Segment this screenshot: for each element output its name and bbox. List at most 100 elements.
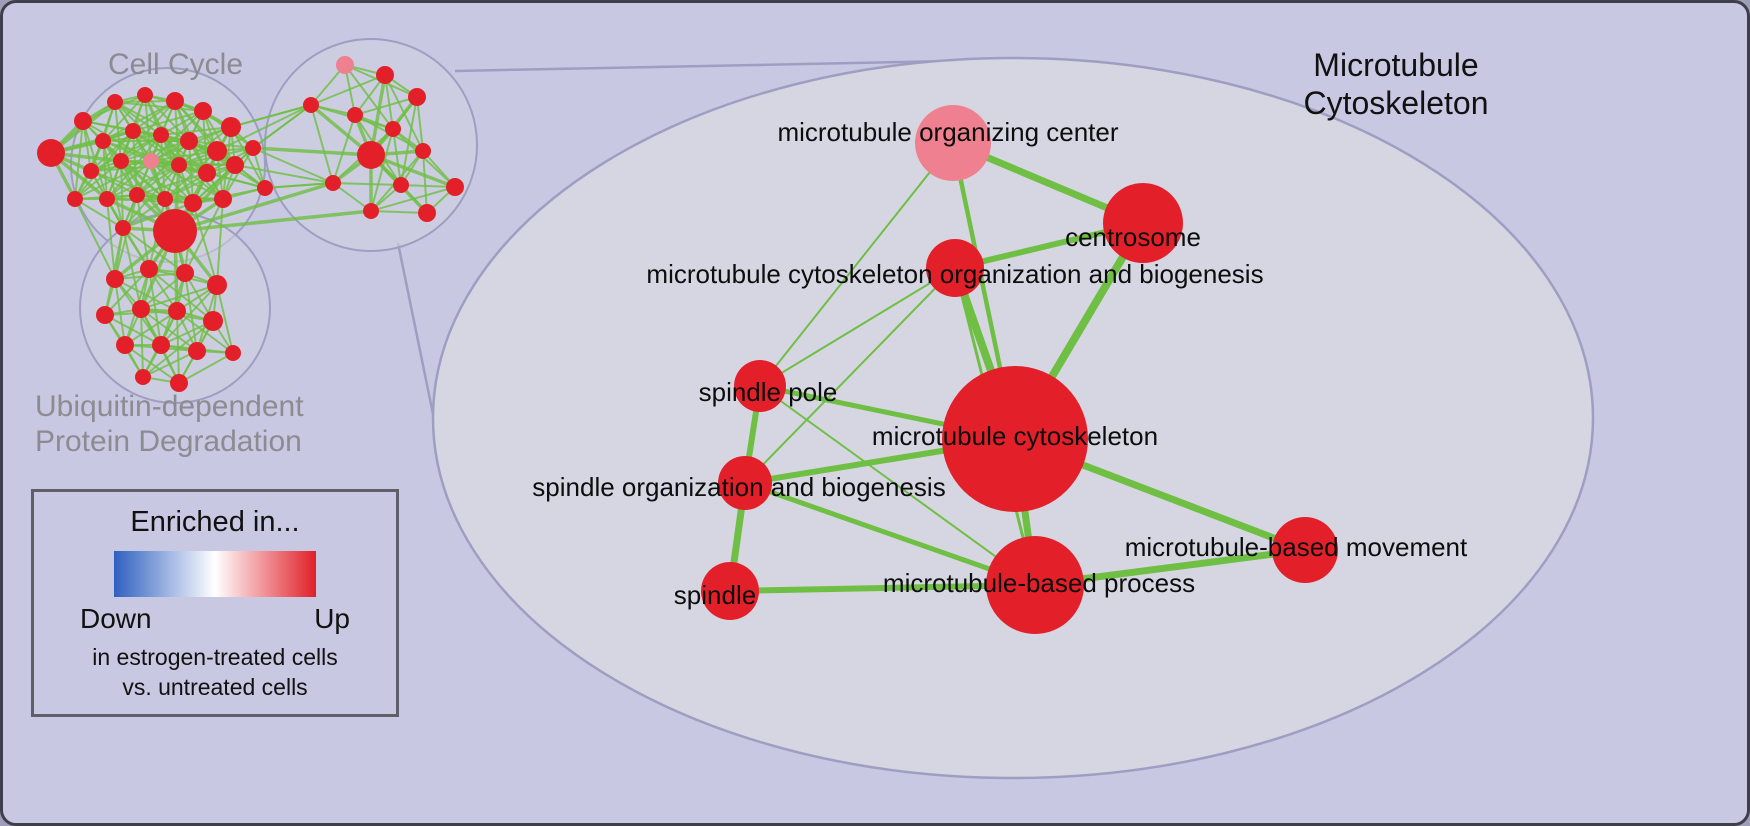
legend-up-label: Up [314, 603, 350, 634]
mini-edge [370, 128, 394, 212]
node-spindle [701, 562, 759, 620]
mini-node [74, 112, 92, 130]
mini-node [408, 88, 426, 106]
mini-node [363, 203, 379, 219]
legend: Enriched in... Down Up in estrogen-treat… [31, 489, 399, 717]
mini-edge [142, 350, 198, 378]
mini-node [125, 123, 141, 139]
node-label-moc: microtubule organizing center [777, 117, 1118, 147]
mini-edge [310, 74, 386, 106]
mini-edge [222, 147, 254, 200]
edge-mcob-spindle_pole [759, 267, 956, 387]
edge-sob-mbp [744, 480, 1036, 588]
mini-edge [122, 198, 166, 229]
mini-edge [150, 150, 218, 162]
mini-node [188, 342, 206, 360]
mini-edge [370, 153, 456, 189]
mini-node [107, 94, 123, 110]
mini-edge [136, 164, 180, 196]
mini-edge [252, 104, 312, 149]
mini-edge [74, 160, 152, 200]
mini-edge [90, 170, 138, 196]
mini-node [153, 127, 169, 143]
mini-node [106, 270, 124, 288]
legend-title: Enriched in... [130, 506, 300, 538]
mini-edge [160, 134, 236, 166]
mini-node [95, 133, 111, 149]
mini-node [153, 209, 197, 253]
mini-edge [114, 101, 204, 112]
mini-edge [422, 150, 428, 214]
node-label-spindle: spindle [674, 580, 756, 610]
mini-edge [114, 101, 122, 162]
mini-node [116, 336, 134, 354]
mini-edge [160, 126, 232, 136]
node-label-centrosome: centrosome [1065, 222, 1201, 252]
mini-edge [230, 104, 312, 128]
node-mc [942, 366, 1088, 512]
mini-edge [176, 310, 234, 354]
mini-node [152, 336, 170, 354]
mini-node [376, 66, 394, 84]
node-mcob [926, 239, 984, 297]
mini-edge [114, 278, 178, 312]
mini-node [207, 141, 227, 161]
mini-node [245, 140, 261, 156]
mini-node [129, 187, 145, 203]
mini-edge [140, 308, 144, 378]
node-mbp [986, 536, 1084, 634]
microtubule-cytoskeleton-title: Microtubule Cytoskeleton [1303, 47, 1489, 121]
mini-edge [332, 182, 402, 186]
mini-edge [74, 198, 124, 229]
mini-edge [122, 202, 194, 229]
mini-node [184, 194, 202, 212]
mini-node [170, 374, 188, 392]
mini-node [143, 153, 159, 169]
mini-edge [174, 181, 334, 233]
mini-edge [188, 140, 194, 204]
mini-edge [144, 94, 152, 162]
mini-node [96, 306, 114, 324]
legend-subtitle: in estrogen-treated cells vs. untreated … [92, 644, 338, 700]
node-label-sob: spindle organization and biogenesis [532, 472, 945, 502]
main-network-labels: microtubule organizing center centrosome m… [532, 117, 1468, 610]
mini-edge [106, 134, 162, 200]
mini-edge [384, 74, 394, 130]
mini-edge [106, 198, 116, 280]
enrichment-gradient-bar [114, 551, 316, 597]
mini-edge [332, 114, 356, 184]
network-canvas: microtubule organizing center centrosome m… [37, 38, 1595, 780]
mini-edge [216, 284, 234, 354]
mini-edge [74, 120, 84, 200]
node-sob [718, 456, 772, 510]
mini-node [347, 107, 363, 123]
mini-edge [104, 314, 162, 346]
mini-node [221, 117, 241, 137]
mini-edge [106, 164, 180, 200]
node-spindle_pole [734, 360, 786, 412]
mini-edge [252, 147, 334, 184]
legend-ends: Down Up [34, 597, 396, 635]
mini-edge [148, 268, 162, 346]
mini-edge [192, 147, 254, 204]
mini-edge [370, 210, 428, 214]
mini-node [203, 311, 223, 331]
mini-node [113, 153, 129, 169]
main-network-nodes [701, 105, 1338, 634]
node-label-mcob: microtubule cytoskeleton organization an… [646, 259, 1263, 289]
mini-node [226, 156, 244, 174]
mini-edge [106, 160, 152, 200]
mini-node [198, 164, 216, 182]
mini-edge [120, 140, 190, 162]
mini-edge [216, 104, 312, 152]
mini-node [214, 190, 232, 208]
mini-edge [234, 164, 334, 184]
mini-node [225, 345, 241, 361]
mini-edge [416, 96, 424, 152]
mini-node [176, 264, 194, 282]
mini-edge [174, 209, 372, 233]
mini-node [67, 191, 83, 207]
edge-spindle-mbp [729, 582, 1036, 594]
node-label-spindle_pole: spindle pole [699, 377, 838, 407]
mini-edge [252, 146, 372, 157]
